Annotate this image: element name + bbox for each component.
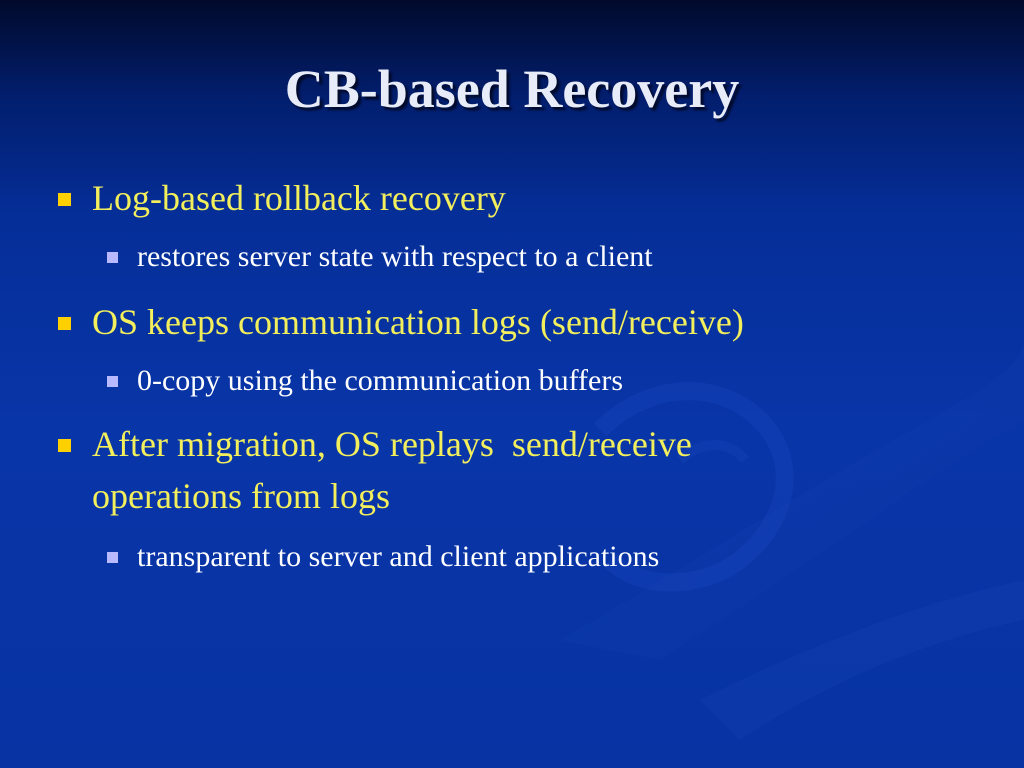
sub-bullet-item: 0-copy using the communication buffers (107, 363, 917, 399)
bullet-text: OS keeps communication logs (send/receiv… (92, 302, 744, 342)
square-bullet-icon (107, 552, 118, 563)
sub-bullet-text: restores server state with respect to a … (137, 240, 653, 273)
bullet-text: Log-based rollback recovery (92, 178, 506, 218)
sub-bullet-text: 0-copy using the communication buffers (137, 364, 624, 397)
sub-bullet-item: restores server state with respect to a … (107, 239, 917, 275)
bullet-item: Log-based rollback recovery (58, 172, 892, 224)
square-bullet-icon (58, 439, 71, 452)
bullet-text-line-1: After migration, OS replays send/receive (92, 424, 692, 464)
bullet-item: After migration, OS replays send/receive… (58, 418, 892, 522)
bullet-item: OS keeps communication logs (send/receiv… (58, 296, 892, 348)
bullet-text-line-2: operations from logs (92, 476, 390, 516)
slide-title: CB-based Recovery (284, 59, 740, 119)
square-bullet-icon (107, 376, 118, 387)
square-bullet-icon (107, 252, 118, 263)
sub-bullet-text: transparent to server and client applica… (137, 540, 660, 573)
square-bullet-icon (58, 317, 71, 330)
sub-bullet-item: transparent to server and client applica… (107, 539, 917, 575)
square-bullet-icon (58, 193, 71, 206)
